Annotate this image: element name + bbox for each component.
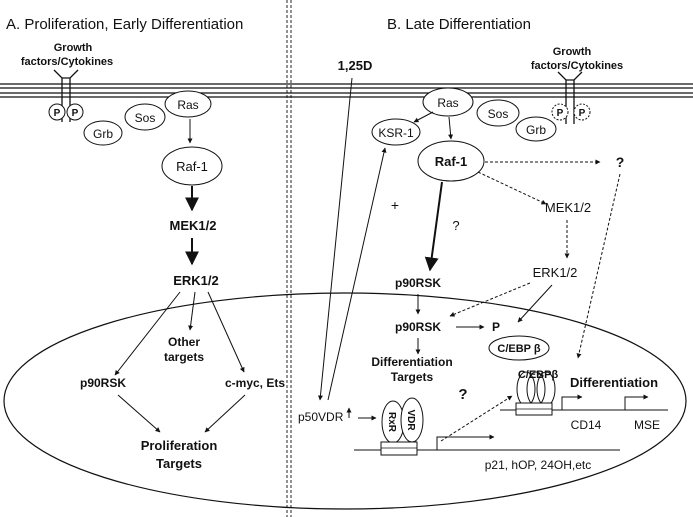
cebp-b-label: C/EBP β	[497, 343, 540, 355]
grb-b-label: Grb	[526, 123, 546, 137]
other-targets-a-line2: targets	[164, 350, 204, 364]
arrow-erk-cebp-b	[517, 284, 553, 323]
arrow-p90rsk-prolif-a	[117, 394, 161, 433]
phospho-b-left	[551, 103, 569, 121]
phospho-a-right	[66, 103, 84, 121]
plasma-membrane	[0, 83, 693, 98]
arrow-erk-p90rsk-a	[114, 291, 181, 376]
raf-b	[417, 140, 485, 182]
arrow-ras-raf-b	[448, 116, 454, 140]
question-mark-mid: ?	[452, 218, 459, 233]
phospho-a-left	[48, 103, 66, 121]
arrow-lower-to-cebp-dna	[440, 395, 513, 442]
arrow-p50vdr-to-ksr	[327, 147, 387, 401]
phospho-b-left-label: P	[557, 108, 564, 119]
arrow-erk-cmyc-a	[207, 291, 245, 373]
transcription-arrow-lower	[436, 434, 495, 450]
question-mark-top: ?	[616, 154, 625, 170]
ligand-label: 1,25D	[338, 58, 373, 73]
erk-b: ERK1/2	[533, 265, 578, 280]
mek-b: MEK1/2	[545, 200, 591, 215]
phospho-b-right	[573, 103, 591, 121]
sos-b	[476, 99, 520, 127]
sos-b-label: Sos	[488, 107, 509, 121]
diff-targets-b-line2: Targets	[391, 370, 434, 384]
panel-b-title: B. Late Differentiation	[387, 16, 531, 33]
diff-targets-b-line1: Differentiation	[371, 355, 452, 369]
arrow-question-nucleus-b	[576, 173, 621, 359]
genes-label: p21, hOP, 24OH,etc	[485, 458, 592, 472]
ras-a-label: Ras	[177, 98, 198, 112]
p90rsk-a: p90RSK	[80, 376, 126, 390]
receptor-label-b-line2: factors/Cytokines	[531, 60, 623, 72]
panel-a-title: A. Proliferation, Early Differentiation	[6, 16, 243, 33]
cebp-dna-label: C/EBPβ	[518, 369, 559, 381]
cebp-b	[488, 335, 550, 361]
receptor-label-b-line1: Growth	[553, 46, 592, 58]
sos-a-label: Sos	[135, 111, 156, 125]
question-mark-low: ?	[458, 386, 467, 403]
p90rsk-b-1: p90RSK	[395, 276, 441, 290]
ras-b-label: Ras	[437, 96, 458, 110]
ksr-b	[371, 118, 421, 146]
prolif-targets-a-line2: Targets	[156, 456, 202, 471]
arrow-raf-mek-b	[477, 171, 547, 205]
receptor-label-a-line1: Growth	[54, 42, 93, 54]
vdre-element	[380, 441, 418, 456]
arrow-erk-p90rsk-b	[449, 282, 531, 317]
phospho-a-right-label: P	[72, 108, 79, 119]
arrow-ligand-to-p50vdr	[317, 77, 353, 401]
arrow-cmyc-prolif-a	[204, 394, 246, 433]
mse-label: MSE	[634, 418, 660, 432]
ksr-b-label: KSR-1	[378, 126, 414, 140]
rxr-label: RxR	[386, 412, 397, 433]
arrow-raf-p90rsk-b	[424, 181, 443, 272]
plus-sign: +	[391, 197, 399, 213]
grb-b	[515, 116, 557, 142]
transcription-arrow-mse	[624, 394, 649, 410]
raf-a-label: Raf-1	[176, 159, 208, 174]
raf-b-label: Raf-1	[435, 154, 468, 169]
grb-a	[83, 120, 123, 146]
raf-a	[161, 146, 223, 186]
sos-a	[124, 103, 166, 131]
phospho-cebp-label: P	[492, 320, 500, 334]
prolif-targets-a-line1: Proliferation	[141, 438, 218, 453]
p50vdr-label: p50VDR	[298, 410, 344, 424]
differentiation-label: Differentiation	[570, 375, 658, 390]
arrow-ras-ksr-b	[413, 111, 434, 123]
cd14-label: CD14	[571, 418, 602, 432]
phospho-a-left-label: P	[54, 108, 61, 119]
cmyc-a: c-myc, Ets	[225, 376, 285, 390]
grb-a-label: Grb	[93, 127, 113, 141]
other-targets-a-line1: Other	[168, 335, 200, 349]
transcription-arrow-cd14	[561, 394, 583, 410]
ras-b	[422, 87, 474, 117]
nucleus	[3, 292, 687, 510]
vdr-label: VDR	[405, 409, 416, 431]
receptor-label-a-line2: factors/Cytokines	[21, 56, 113, 68]
phospho-b-right-label: P	[579, 108, 586, 119]
erk-a: ERK1/2	[173, 273, 219, 288]
p90rsk-b-2: p90RSK	[395, 320, 441, 334]
ras-a	[164, 90, 212, 118]
arrow-erk-other-a	[188, 291, 196, 331]
mek-a: MEK1/2	[170, 218, 217, 233]
